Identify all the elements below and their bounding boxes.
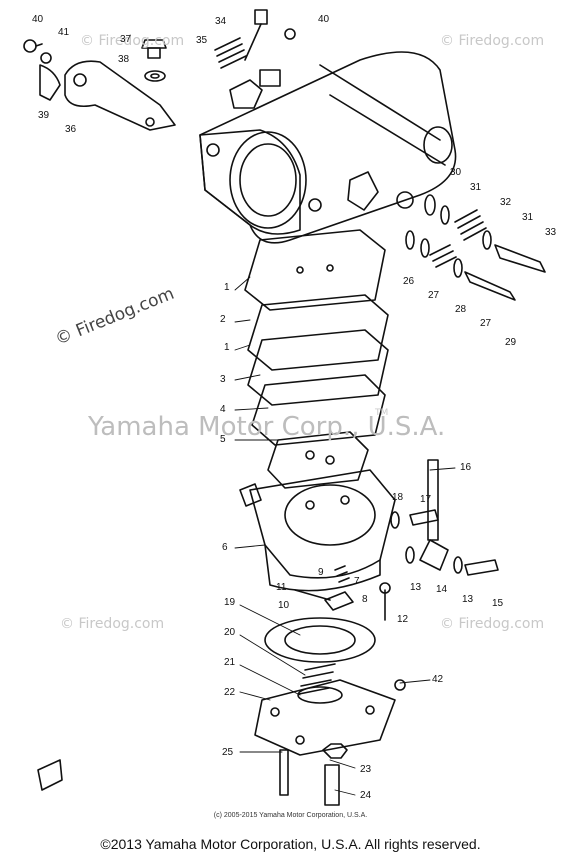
callout-number: 13: [462, 594, 474, 605]
callout-number: 12: [397, 614, 409, 625]
check-valve-part: [294, 565, 391, 621]
needle-valve-part: [405, 194, 546, 301]
callout-number: 1: [224, 282, 230, 293]
callout-number: 39: [38, 110, 50, 121]
callout-number: 33: [545, 227, 557, 238]
firedog-watermark: © Firedog.com: [80, 33, 184, 49]
callout-number: 36: [65, 124, 77, 135]
callout-number: 27: [480, 318, 492, 329]
callout-number: 40: [318, 14, 330, 25]
callout-number: 20: [224, 627, 236, 638]
callout-number: 13: [410, 582, 422, 593]
callout-number: 32: [500, 197, 512, 208]
firedog-watermark: © Firedog.com: [440, 33, 544, 49]
callout-number: 19: [224, 597, 236, 608]
lever-pin-part: [390, 459, 499, 576]
callout-number: 7: [354, 576, 360, 587]
callout-number: 34: [215, 16, 227, 27]
callout-number: 3: [220, 374, 226, 385]
callout-number: 8: [362, 594, 368, 605]
callout-number: 26: [403, 276, 415, 287]
callout-number: 31: [522, 212, 534, 223]
callout-number: 16: [460, 462, 472, 473]
bottom-screws-part: [279, 743, 348, 806]
callout-number: 15: [492, 598, 504, 609]
small-credit-line: (c) 2005-2015 Yamaha Motor Corporation, …: [213, 812, 368, 819]
watermark-layer: © Firedog.com © Firedog.com © Firedog.co…: [52, 33, 544, 632]
yamaha-watermark: Yamaha Motor Corp., U.S.A.: [87, 412, 445, 442]
callout-number: 30: [450, 167, 462, 178]
callout-number: 29: [505, 337, 517, 348]
callout-number: 2: [220, 314, 226, 325]
callout-number: 5: [220, 434, 226, 445]
callout-number: 21: [224, 657, 236, 668]
callout-number: 22: [224, 687, 236, 698]
carburetor-body-part: [199, 51, 457, 244]
callout-number: 17: [420, 494, 432, 505]
callout-number: 42: [432, 674, 444, 685]
adjust-screw-part: [214, 9, 296, 69]
callout-numbers: 4041373839363435401213456303132313326272…: [32, 14, 557, 801]
copyright-line: ©2013 Yamaha Motor Corporation, U.S.A. A…: [100, 836, 481, 852]
tm-watermark: TM: [374, 408, 388, 418]
callout-number: 41: [58, 27, 70, 38]
callout-number: 37: [120, 34, 132, 45]
pump-body-part: [239, 469, 396, 592]
callout-number: 23: [360, 764, 372, 775]
leader-lines: [234, 276, 456, 796]
callout-number: 40: [32, 14, 44, 25]
callout-number: 24: [360, 790, 372, 801]
callout-number: 35: [196, 35, 208, 46]
callout-number: 11: [276, 582, 287, 593]
callout-number: 18: [392, 492, 404, 503]
callout-number: 4: [220, 404, 226, 415]
pump-cover-part: [254, 617, 406, 756]
firedog-watermark: © Firedog.com: [60, 616, 164, 632]
callout-number: 6: [222, 542, 228, 553]
callout-number: 14: [436, 584, 448, 595]
callout-number: 10: [278, 600, 290, 611]
throttle-bracket-part: [23, 39, 176, 131]
callout-number: 38: [118, 54, 130, 65]
callout-number: 27: [428, 290, 440, 301]
callout-number: 9: [318, 567, 324, 578]
firedog-watermark: © Firedog.com: [440, 616, 544, 632]
tm-logo-mark: [37, 759, 63, 791]
callout-number: 28: [455, 304, 467, 315]
callout-number: 31: [470, 182, 482, 193]
callout-number: 25: [222, 747, 234, 758]
callout-number: 1: [224, 342, 230, 353]
gasket-stack-part: [244, 229, 389, 489]
firedog-watermark-rotated: © Firedog.com: [52, 284, 177, 350]
